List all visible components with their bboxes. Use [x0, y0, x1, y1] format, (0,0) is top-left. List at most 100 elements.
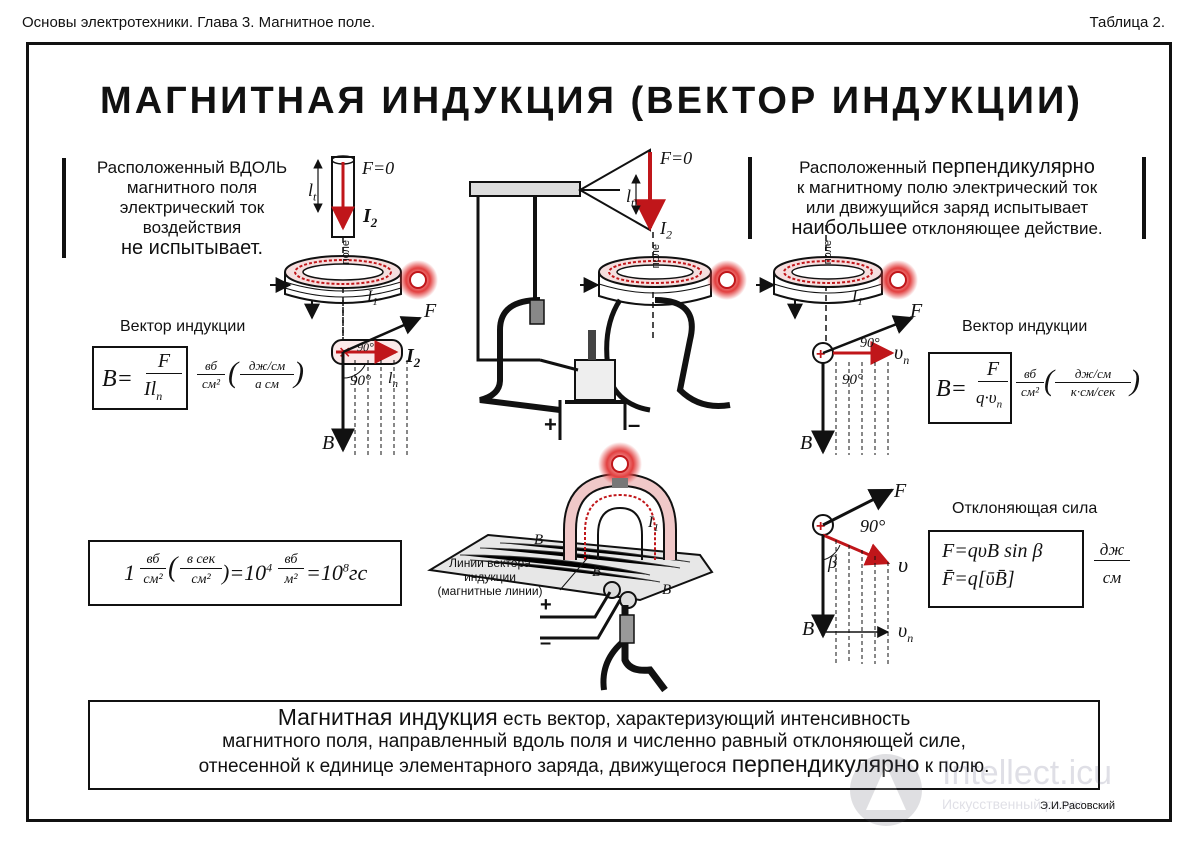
unit-one: 1: [124, 560, 135, 585]
force-arrow: [342, 316, 422, 354]
left-90b: 90°: [350, 373, 371, 389]
force-f: F: [894, 480, 907, 502]
force-90: 90°: [860, 516, 886, 536]
svg-text:✕: ✕: [338, 345, 351, 362]
header-right: Таблица 2.: [1089, 14, 1166, 31]
left-i2b: I2: [406, 345, 421, 370]
force-unit-den: см: [1102, 568, 1122, 587]
left-b: B: [322, 432, 335, 454]
force-formula-box: [928, 530, 1084, 608]
note-left-line4: воздействия: [142, 218, 242, 237]
unit-wb: вб: [140, 552, 166, 569]
center-bottom-i1: I1: [648, 514, 659, 535]
right-diagram: +: [756, 225, 918, 455]
center-top-device: [469, 148, 747, 440]
header-left: Основы электротехники. Глава 3. Магнитно…: [22, 14, 376, 31]
definition-lead: Магнитная индукция: [277, 704, 498, 730]
right-formula-box: [928, 352, 1012, 424]
note-left-line5: не испытывает.: [120, 237, 264, 259]
author-signature: Э.И.Расовский: [1040, 800, 1116, 812]
watermark-logo-icon: [850, 754, 922, 826]
center-bottom-minus: –: [540, 632, 552, 654]
definition-line1: есть вектор, характеризующий интенсивнос…: [497, 709, 911, 730]
center-bottom-device: [427, 442, 714, 693]
center-minus: –: [628, 412, 641, 437]
center-bottom-b1: B: [534, 532, 544, 548]
center-bottom-b3: B: [662, 582, 672, 598]
unit-eq2: =108гс: [306, 560, 368, 585]
center-bottom-b2: B: [592, 564, 602, 580]
left-paren-den: а см: [255, 376, 279, 391]
right-formula-den: q·υn: [976, 388, 1003, 411]
unit-vsec: в сек: [180, 552, 222, 569]
right-v: υn: [894, 342, 910, 367]
unit-cm2b: см²: [191, 572, 211, 587]
center-i2: I2: [660, 218, 672, 242]
force-vn: υn: [898, 620, 914, 645]
right-unit-den: см²: [1021, 384, 1039, 399]
center-lt: lt: [626, 186, 635, 210]
left-f-zero: F=0: [362, 158, 395, 178]
force-v: υ: [898, 552, 909, 577]
poster-frame: [26, 42, 1172, 822]
center-pole-label: поле: [650, 244, 662, 269]
right-pole-label: поле: [822, 240, 834, 265]
unit-eq1: )=104: [222, 560, 273, 585]
definition-box: [88, 700, 1100, 790]
note-right-line3: или движущийся заряд испытывает: [805, 198, 1089, 217]
note-left: Расположенный ВДОЛЬ магнитного поля элек…: [62, 158, 312, 258]
right-b: B: [800, 432, 813, 454]
note-right-line1a: Расположенный: [799, 158, 932, 177]
note-left-line1: Расположенный ВДОЛЬ: [96, 158, 288, 177]
left-formula-box: [92, 346, 188, 410]
force-diagram: +: [811, 488, 895, 664]
note-right-line4a: наибольшее: [791, 217, 908, 239]
force-formula-caption: Отклоняющая сила: [952, 500, 1098, 517]
svg-text:+: +: [816, 346, 825, 363]
note-left-line2: магнитного поля: [126, 178, 258, 197]
left-formula-num: F: [146, 350, 182, 374]
left-diagram: ✕: [270, 155, 438, 455]
left-paren-num: дж/см: [240, 358, 294, 375]
force-beta: β: [828, 552, 837, 572]
force-b: B: [802, 618, 815, 640]
watermark: Intellect.icu Искусственный разум: [846, 750, 1176, 830]
left-unit-num: вб: [197, 358, 225, 375]
note-right: Расположенный перпендикулярно к магнитно…: [748, 157, 1146, 239]
unit-cm2: см²: [143, 572, 163, 587]
right-paren-den: к·см/сек: [1070, 384, 1116, 399]
right-unit-num: вб: [1016, 366, 1044, 383]
unit-m2: м²: [284, 572, 298, 587]
right-paren-num: дж/см: [1055, 366, 1131, 383]
right-formula-caption: Вектор индукции: [962, 318, 1088, 335]
left-lt: lt: [308, 180, 317, 204]
unit-wb2: вб: [278, 552, 304, 569]
center-f-zero: F=0: [660, 148, 693, 168]
note-right-line1b: перпендикулярно: [931, 156, 1095, 178]
definition-line2: магнитного поля, направленный вдоль поля…: [222, 731, 966, 752]
lamp-icon: [409, 271, 427, 289]
watermark-main: Intellect.icu: [942, 754, 1113, 792]
poster-title: МАГНИТНАЯ ИНДУКЦИЯ (ВЕКТОР ИНДУКЦИИ): [100, 80, 1083, 122]
force-unit-num: дж: [1094, 540, 1130, 561]
right-formula-b: B=: [936, 376, 967, 402]
lamp-icon-center: [718, 271, 736, 289]
unit-box: [88, 540, 402, 606]
center-bottom-plus: +: [540, 594, 552, 616]
left-i2: I2: [363, 205, 378, 230]
left-unit-den: см²: [202, 376, 220, 391]
note-right-line4b: отклоняющее действие.: [907, 219, 1103, 238]
force-formula-line1: F=qυB sin β: [942, 540, 1043, 562]
left-formula-den: Iln: [144, 378, 163, 403]
left-ln: ln: [388, 370, 398, 391]
left-pole-label: поле: [340, 240, 352, 265]
center-bottom-caption: Линии вектора индукции (магнитные линии): [437, 556, 543, 598]
right-90b: 90°: [842, 372, 863, 388]
note-right-line2: к магнитному полю электрический ток: [796, 178, 1098, 197]
right-90a: 90°: [860, 336, 880, 351]
left-f: F: [424, 300, 437, 322]
left-90a: 90°: [357, 340, 374, 354]
lamp-icon-bottom: [611, 455, 629, 473]
watermark-sub: Искусственный разум: [942, 796, 1084, 812]
